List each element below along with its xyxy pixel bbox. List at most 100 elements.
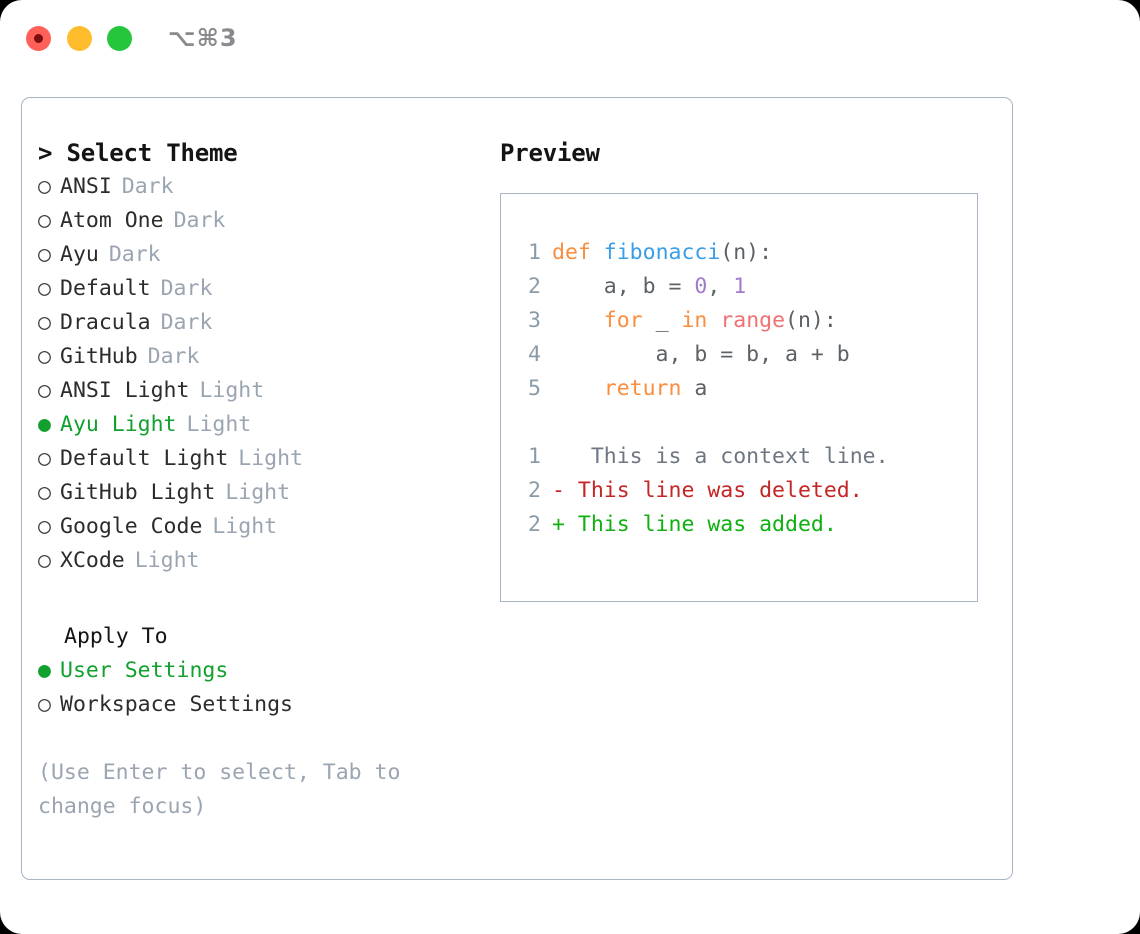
radio-unselected-icon: ○ [38, 446, 51, 471]
code-token-kw: def [552, 240, 591, 265]
theme-option-variant-tag: Dark [160, 310, 213, 335]
radio-selected-icon: ● [38, 658, 51, 683]
diff-line-add: 2 + This line was added. [515, 508, 977, 542]
radio-unselected-icon: ○ [38, 514, 51, 539]
code-sample: 1 def fibonacci (n): 2 a, b = 0, 1 3 for _ i… [515, 236, 977, 406]
code-token-punc [552, 308, 604, 333]
theme-option-variant-tag: Light [199, 378, 265, 403]
apply-to-option-user-settings[interactable]: ●User Settings [38, 654, 488, 688]
diff-marker: - [552, 478, 565, 503]
theme-option-label: Atom One [60, 208, 164, 233]
code-line: 3 for _ in range(n): [515, 304, 977, 338]
theme-option-label: XCode [60, 548, 125, 573]
code-token-num: 0 [694, 274, 708, 299]
theme-option-label: ANSI Light [60, 378, 190, 403]
theme-option-label: Ayu Light [60, 412, 177, 437]
theme-option-variant-tag: Light [134, 548, 200, 573]
line-number: 4 [528, 342, 541, 367]
code-line: 5 return a [515, 372, 977, 406]
code-token-punc [552, 376, 604, 401]
theme-option-variant-tag: Dark [121, 174, 174, 199]
line-number: 2 [528, 512, 541, 537]
theme-option-atom-one[interactable]: ○ Atom One Dark [38, 204, 488, 238]
diff-text: This is a context line. [564, 444, 889, 469]
code-token-kw: for [603, 308, 643, 333]
recording-indicator-icon [34, 34, 43, 43]
theme-list-header: > Select Theme [38, 139, 238, 167]
diff-line-ctx: 1 This is a context line. [515, 440, 977, 474]
diff-line-del: 2- This line was deleted. [515, 474, 977, 508]
apply-to-header: Apply To [64, 624, 168, 649]
apply-to-option-label: Workspace Settings [60, 692, 293, 717]
code-line: 4 a, b = b, a + b [515, 338, 977, 372]
diff-text: This line was deleted. [564, 478, 863, 503]
theme-option-variant-tag: Light [238, 446, 304, 471]
diff-marker: + [552, 512, 565, 537]
code-token-kw: return [603, 376, 682, 401]
keyboard-hint-text: (Use Enter to select, Tab to change focu… [38, 760, 414, 819]
minimize-icon[interactable] [67, 26, 92, 51]
code-token-punc [707, 308, 720, 333]
code-token-punc: , [707, 274, 734, 299]
code-token-punc: (n): [785, 308, 837, 333]
code-token-punc [591, 240, 604, 265]
theme-option-variant-tag: Dark [147, 344, 200, 369]
diff-text: This line was added. [564, 512, 837, 537]
line-number: 3 [528, 308, 541, 333]
code-token-var: _ [642, 308, 682, 333]
spacer [515, 406, 977, 440]
theme-option-variant-tag: Dark [108, 242, 161, 267]
radio-unselected-icon: ○ [38, 310, 51, 335]
code-token-var: a, b = b, a + b [552, 342, 850, 367]
radio-selected-icon: ● [38, 412, 51, 437]
theme-option-variant-tag: Light [186, 412, 252, 437]
apply-to-list[interactable]: ●User Settings○Workspace Settings [38, 654, 488, 722]
apply-to-option-workspace-settings[interactable]: ○Workspace Settings [38, 688, 488, 722]
theme-option-variant-tag: Light [212, 514, 278, 539]
theme-option-label: GitHub Light [60, 480, 216, 505]
radio-unselected-icon: ○ [38, 242, 51, 267]
theme-option-label: Ayu [60, 242, 99, 267]
theme-option-label: Default Light [60, 446, 229, 471]
theme-option-dracula[interactable]: ○ Dracula Dark [38, 306, 488, 340]
diff-sample: 1 This is a context line.2- This line wa… [515, 440, 977, 542]
theme-option-label: Default [60, 276, 151, 301]
theme-option-variant-tag: Dark [160, 276, 213, 301]
theme-option-variant-tag: Light [225, 480, 291, 505]
maximize-icon[interactable] [107, 26, 132, 51]
theme-option-default-light[interactable]: ○ Default Light Light [38, 442, 488, 476]
code-token-var: a, b = [552, 274, 695, 299]
radio-unselected-icon: ○ [38, 174, 51, 199]
code-token-fn: fibonacci [603, 240, 721, 265]
line-number: 1 [528, 240, 541, 265]
line-number: 2 [528, 478, 541, 503]
code-token-num: 1 [733, 274, 747, 299]
keyboard-shortcut-badge: ⌥⌘3 [168, 24, 238, 52]
theme-option-ayu-light[interactable]: ● Ayu Light Light [38, 408, 488, 442]
diff-marker [552, 444, 565, 469]
theme-option-label: ANSI [60, 174, 112, 199]
close-icon[interactable] [26, 26, 51, 51]
theme-option-ayu[interactable]: ○ Ayu Dark [38, 238, 488, 272]
line-number: 2 [528, 274, 541, 299]
theme-option-label: GitHub [60, 344, 138, 369]
line-number: 5 [528, 376, 541, 401]
radio-unselected-icon: ○ [38, 276, 51, 301]
theme-option-ansi[interactable]: ○ ANSI Dark [38, 170, 488, 204]
theme-option-default[interactable]: ○ Default Dark [38, 272, 488, 306]
apply-to-section: Apply To ●User Settings○Workspace Settin… [38, 620, 488, 722]
theme-option-variant-tag: Dark [173, 208, 226, 233]
radio-unselected-icon: ○ [38, 208, 51, 233]
theme-option-label: Dracula [60, 310, 151, 335]
